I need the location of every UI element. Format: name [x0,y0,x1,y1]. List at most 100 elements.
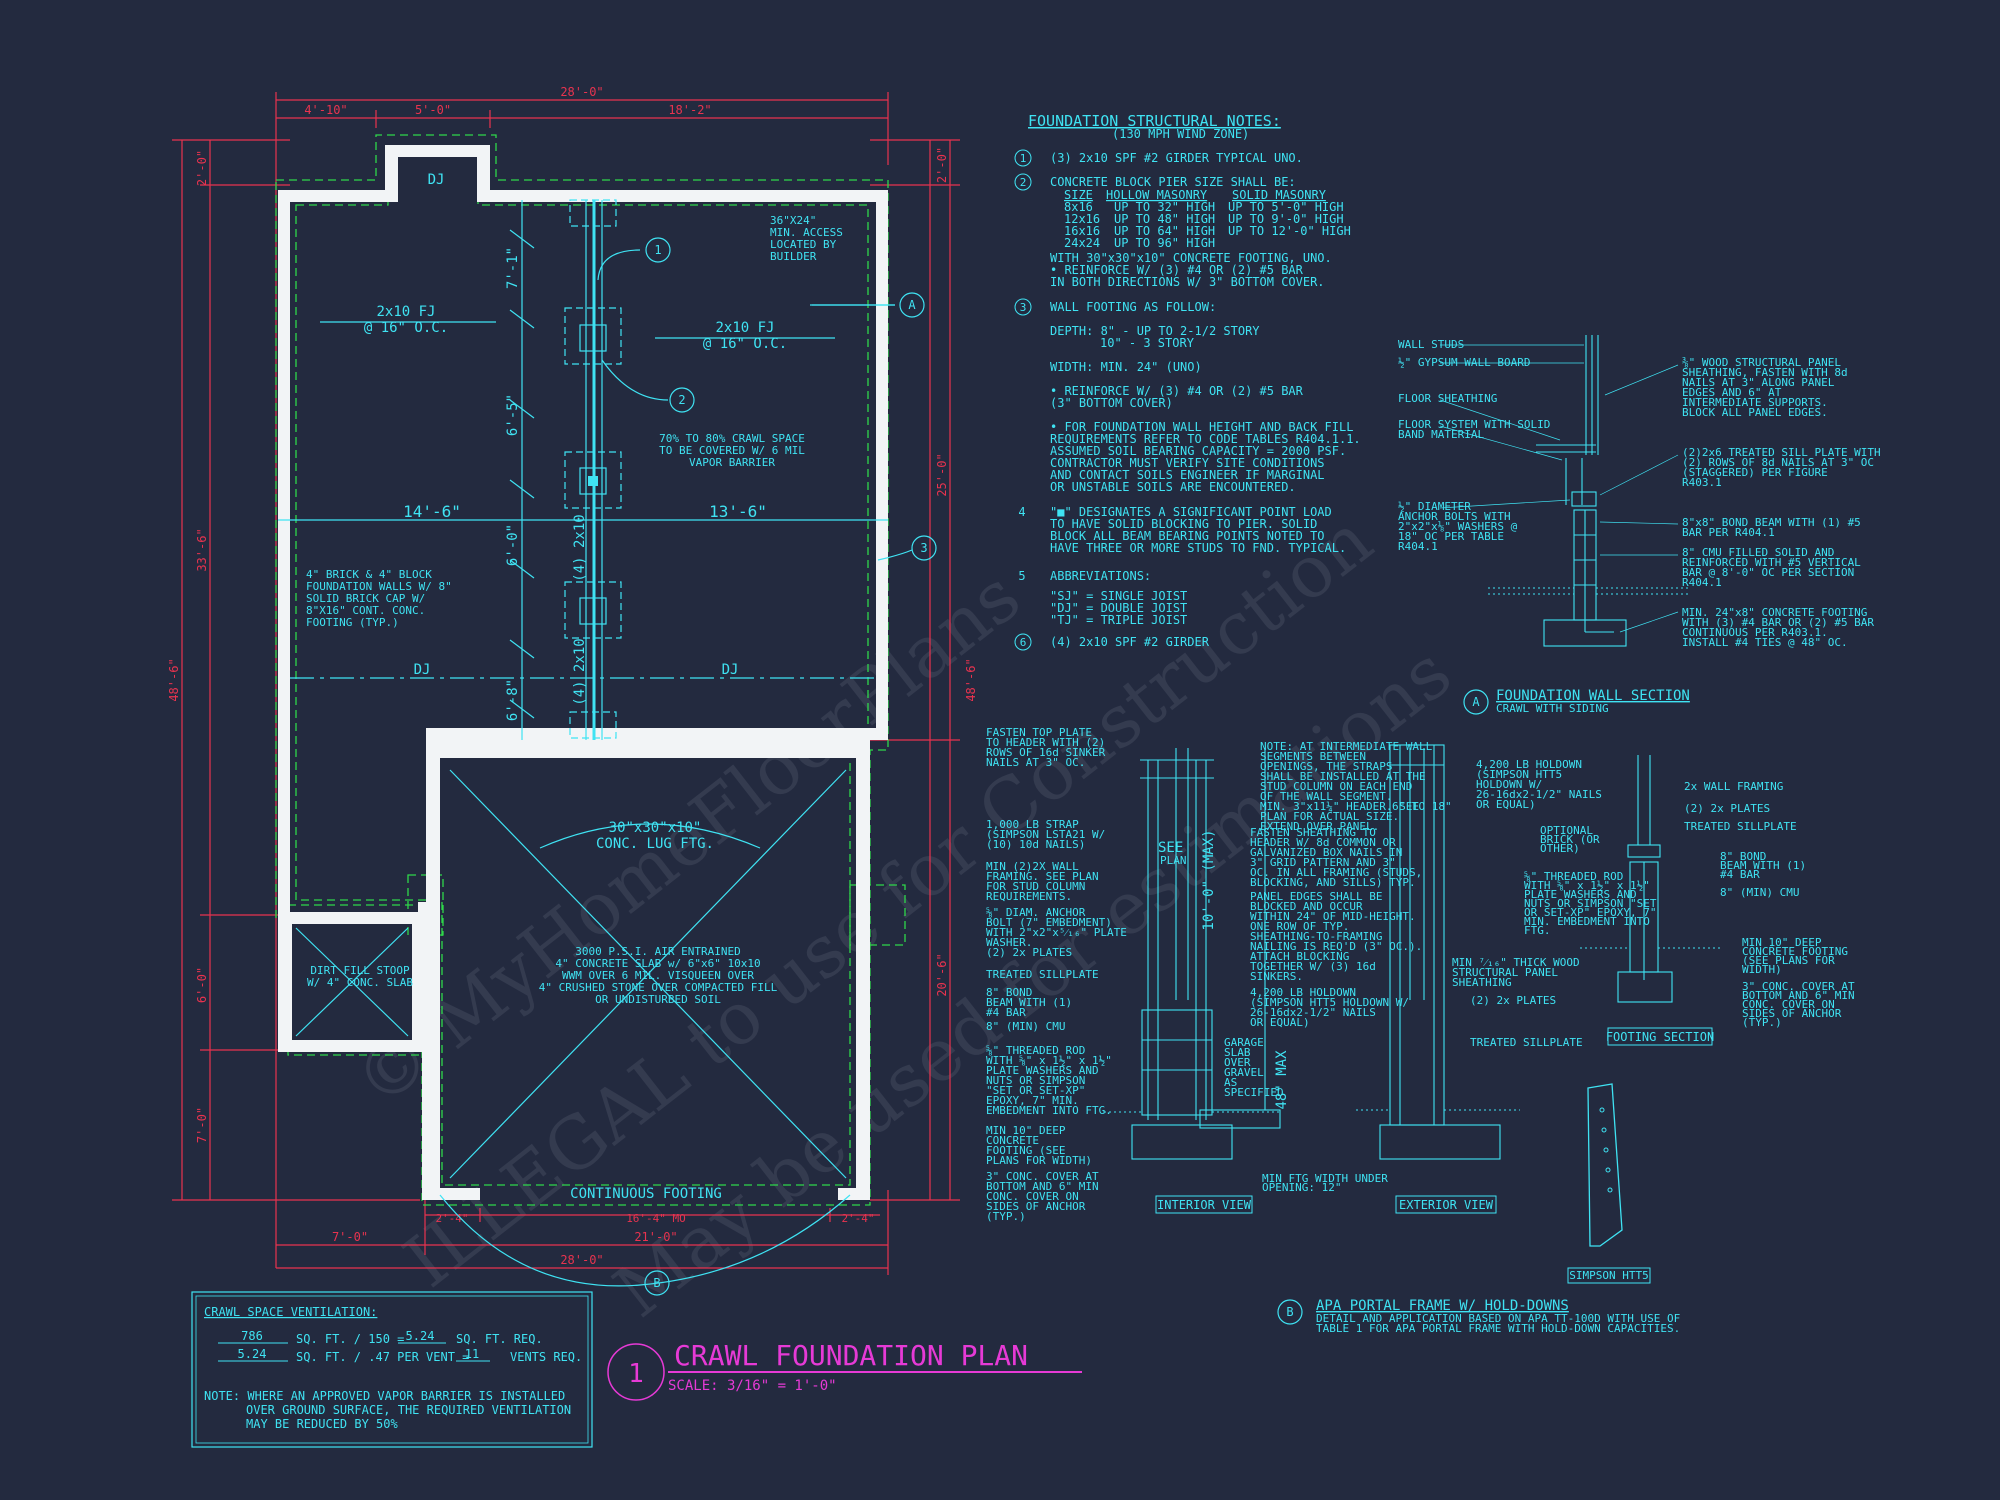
wall-section-detail: WALL STUDS ½" GYPSUM WALL BOARD FLOOR SH… [1398,335,1881,715]
svg-text:NAILS AT 3" OC.: NAILS AT 3" OC. [986,756,1085,769]
foundation-walls [278,145,888,1200]
svg-text:FLOOR SYSTEM WITH SOLID: FLOOR SYSTEM WITH SOLID [1398,418,1550,431]
label-fj-left-1: 2x10 FJ [376,304,435,320]
label-girder-b: (4) 2x10 [572,638,588,705]
svg-text:5.24: 5.24 [406,1329,435,1343]
svg-text:FASTEN TOP PLATE: FASTEN TOP PLATE [986,726,1092,739]
portal-mid-labels: NOTE: AT INTERMEDIATE WALL SEGMENTS BETW… [1250,740,1433,1029]
svg-text:NUTS OR SIMPSON: NUTS OR SIMPSON [986,1074,1085,1087]
svg-text:UP TO 96" HIGH: UP TO 96" HIGH [1114,236,1215,250]
svg-text:3: 3 [920,541,927,555]
dim-right-1: 2'-0" [935,147,949,183]
svg-text:SPECIFIED: SPECIFIED [1224,1086,1284,1099]
svg-text:R404.1: R404.1 [1398,540,1438,553]
svg-text:UP TO 12'-0" HIGH: UP TO 12'-0" HIGH [1228,224,1351,238]
dim-bottom-overall: 28'-0" [560,1253,603,1267]
svg-text:SEGMENTS BETWEEN: SEGMENTS BETWEEN [1260,750,1366,763]
title-number: 1 [628,1359,644,1389]
svg-text:OR EQUAL): OR EQUAL) [1476,798,1536,811]
svg-text:BAR @ 8'-0" OC PER SECTION: BAR @ 8'-0" OC PER SECTION [1682,566,1854,579]
svg-text:OR SET-XP" EPOXY, 7": OR SET-XP" EPOXY, 7" [1524,906,1656,919]
svg-text:HAVE THREE OR MORE STUDS TO FN: HAVE THREE OR MORE STUDS TO FND. TYPICAL… [1050,541,1346,555]
svg-text:24x24: 24x24 [1064,236,1100,250]
svg-text:WITH 2"x2"x⁵⁄₁₆" PLATE: WITH 2"x2"x⁵⁄₁₆" PLATE [986,926,1127,939]
svg-text:BAR PER R404.1: BAR PER R404.1 [1682,526,1775,539]
label-center-dim-1: 7'-1" [505,247,521,289]
svg-text:AS: AS [1224,1076,1237,1089]
portal-max-48: 48" MAX [1274,1050,1290,1110]
portal-ext-labels: 4,200 LB HOLDOWN (SIMPSON HTT5 HOLDOWN W… [1452,758,1602,1049]
svg-text:NAILS AT 3" ALONG PANEL: NAILS AT 3" ALONG PANEL [1682,376,1835,389]
svg-text:MIN. ACCESS: MIN. ACCESS [770,226,843,239]
callout-2: 2 [669,387,695,413]
svg-text:(SIMPSON HTT5: (SIMPSON HTT5 [1476,768,1562,781]
svg-text:W/ 4" CONC. SLAB: W/ 4" CONC. SLAB [307,976,413,989]
dim-left-2: 33'-6" [195,528,209,571]
label-fj-right-1: 2x10 FJ [715,320,774,336]
pier-table: SIZE HOLLOW MASONRY SOLID MASONRY 8x16 U… [1050,188,1351,289]
svg-text:INTERMEDIATE SUPPORTS.: INTERMEDIATE SUPPORTS. [1682,396,1828,409]
svg-text:MIN 10" DEEP: MIN 10" DEEP [1742,936,1822,949]
svg-text:BLOCKED AND OCCUR: BLOCKED AND OCCUR [1250,900,1363,913]
svg-text:(2) ROWS OF 8d NAILS AT 3" OC: (2) ROWS OF 8d NAILS AT 3" OC [1682,456,1874,469]
svg-text:TREATED SILLPLATE: TREATED SILLPLATE [986,968,1099,981]
svg-text:2x WALL FRAMING: 2x WALL FRAMING [1684,780,1783,793]
foundation-plan: 28'-0" 4'-10" 5'-0" 18'-2" 2'-0" 33'-6" … [167,85,978,1296]
plan-callouts: 1 2 3 A B [644,237,937,1296]
svg-text:OR EQUAL): OR EQUAL) [1250,1016,1310,1029]
svg-text:WITHIN 24" OF MID-HEIGHT.: WITHIN 24" OF MID-HEIGHT. [1250,910,1416,923]
svg-text:IN BOTH DIRECTIONS W/ 3" BOTTO: IN BOTH DIRECTIONS W/ 3" BOTTOM COVER. [1050,275,1325,289]
svg-text:OVER: OVER [1224,1056,1251,1069]
label-dj-right: DJ [722,662,739,678]
svg-text:PLATE WASHERS AND: PLATE WASHERS AND [986,1064,1099,1077]
structural-notes: FOUNDATION STRUCTURAL NOTES: (130 MPH WI… [1014,112,1361,651]
svg-text:LOCATED BY: LOCATED BY [770,238,837,251]
svg-text:6: 6 [1020,636,1027,649]
svg-text:8x16: 8x16 [1064,200,1093,214]
svg-text:8" BOND: 8" BOND [1720,850,1766,863]
dim-left-1: 2'-0" [195,150,209,186]
note-3-lines: DEPTH: 8" - UP TO 2-1/2 STORY 10" - 3 ST… [1050,324,1361,494]
dim-top-1: 4'-10" [304,103,347,117]
svg-text:SIDES OF ANCHOR: SIDES OF ANCHOR [986,1200,1086,1213]
svg-text:REQUIREMENTS REFER TO CODE TAB: REQUIREMENTS REFER TO CODE TABLES R404.1… [1050,432,1361,446]
svg-text:CONCRETE: CONCRETE [986,1134,1039,1147]
svg-text:SOLID BRICK CAP W/: SOLID BRICK CAP W/ [306,592,425,605]
svg-text:ROWS OF 16d SINKER: ROWS OF 16d SINKER [986,746,1106,759]
svg-text:WITH 30"x30"x10" CONCRETE FOOT: WITH 30"x30"x10" CONCRETE FOOTING, UNO. [1050,251,1332,265]
svg-text:SQ. FT. / .47 PER VENT =: SQ. FT. / .47 PER VENT = [296,1350,469,1364]
label-center-dim-3: 6'-0" [505,524,521,566]
svg-text:OTHER): OTHER) [1540,842,1580,855]
svg-text:CONTRACTOR MUST VERIFY SITE CO: CONTRACTOR MUST VERIFY SITE CONDITIONS [1050,456,1325,470]
dim-left-3: 6'-0" [195,967,209,1003]
label-fj-left-2: @ 16" O.C. [364,320,448,336]
svg-text:MIN FTG WIDTH UNDER: MIN FTG WIDTH UNDER [1262,1172,1388,1185]
svg-text:8" BOND: 8" BOND [986,986,1032,999]
svg-text:70% TO 80% CRAWL SPACE: 70% TO 80% CRAWL SPACE [659,432,805,445]
label-center-dim-2: 6'-5" [505,394,521,436]
svg-text:WALL FOOTING AS FOLLOW:: WALL FOOTING AS FOLLOW: [1050,300,1216,314]
svg-text:FOUNDATION WALLS W/ 8": FOUNDATION WALLS W/ 8" [306,580,452,593]
svg-text:SHEATHING: SHEATHING [1452,976,1512,989]
svg-text:EXTEND OVER PANEL.: EXTEND OVER PANEL. [1260,820,1379,833]
svg-text:BEAM WITH (1): BEAM WITH (1) [1720,859,1806,872]
svg-text:4" CRUSHED STONE OVER COMPACTE: 4" CRUSHED STONE OVER COMPACTED FILL [539,981,778,994]
svg-text:(SIMPSON HTT5 HOLDOWN W/: (SIMPSON HTT5 HOLDOWN W/ [1250,996,1409,1009]
svg-text:(4) 2x10 SPF #2 GIRDER: (4) 2x10 SPF #2 GIRDER [1050,635,1210,649]
svg-text:PLATE WASHERS AND: PLATE WASHERS AND [1524,888,1637,901]
svg-text:BOLT (7" EMBEDMENT): BOLT (7" EMBEDMENT) [986,916,1112,929]
svg-text:EMBEDMENT INTO FTG.: EMBEDMENT INTO FTG. [986,1104,1112,1117]
label-center-dim-4: 6'-8" [505,679,521,721]
svg-text:OC. IN ALL FRAMING (STUDS,: OC. IN ALL FRAMING (STUDS, [1250,866,1422,879]
svg-text:8" CMU FILLED SOLID AND: 8" CMU FILLED SOLID AND [1682,546,1834,559]
svg-text:A: A [908,298,916,312]
svg-text:STUD COLUMN ON EACH END: STUD COLUMN ON EACH END [1260,780,1412,793]
svg-text:⅜" WOOD STRUCTURAL PANEL: ⅜" WOOD STRUCTURAL PANEL [1682,356,1841,369]
svg-text:DIRT FILL STOOP: DIRT FILL STOOP [310,964,410,977]
svg-text:SQ. FT. / 150 =: SQ. FT. / 150 = [296,1332,404,1346]
svg-text:ONE ROW OF TYP.: ONE ROW OF TYP. [1250,920,1349,933]
svg-text:(2) 2x PLATES: (2) 2x PLATES [1684,802,1770,815]
svg-text:BRICK (OR: BRICK (OR [1540,833,1600,846]
svg-text:R404.1: R404.1 [1682,576,1722,589]
svg-text:TREATED SILLPLATE: TREATED SILLPLATE [1470,1036,1583,1049]
